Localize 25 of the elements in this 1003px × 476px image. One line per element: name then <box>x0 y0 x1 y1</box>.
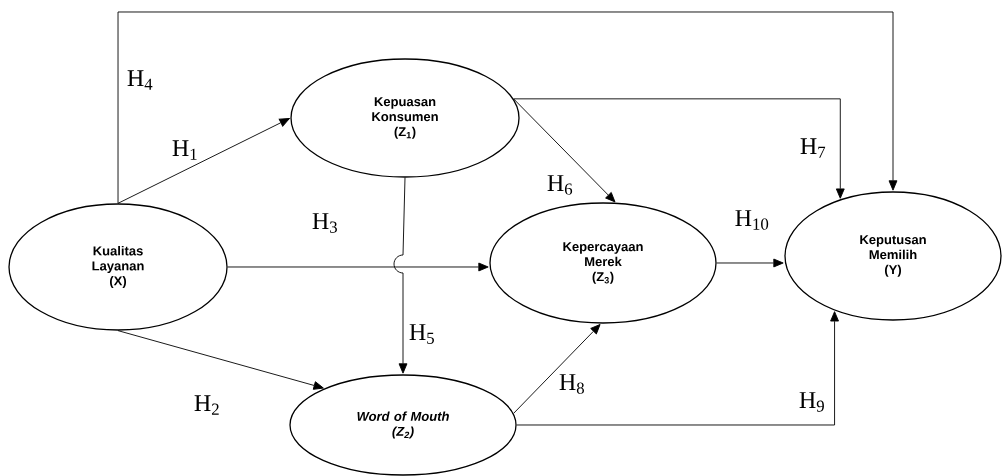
arrow <box>117 330 324 390</box>
arrow <box>516 311 839 426</box>
arrow <box>227 262 489 272</box>
arrow <box>716 258 784 268</box>
arrow <box>117 11 898 204</box>
edge-label: H$_{1}$ <box>172 140 197 160</box>
edge-label: H$_{6}$ <box>547 175 573 195</box>
edge-label: H$_{7}$ <box>800 138 826 158</box>
arrow <box>393 177 408 374</box>
edge-label: H$_{9}$ <box>799 392 824 412</box>
edge-label: H$_{8}$ <box>559 374 584 394</box>
ellipse-node: Kualitas Layanan (X) <box>8 203 228 331</box>
ellipse-node: Kepuasan Konsumen (Z$_{1}$) <box>290 58 520 178</box>
arrow <box>117 118 290 204</box>
edge-label: H$_{5}$ <box>409 324 434 344</box>
ellipse-node: Kepercayaan Merek (Z$_{3}$) <box>489 202 717 324</box>
edge-label: H$_{10}$ <box>735 210 769 230</box>
ellipse-node: Keputusan Memilih (Y) <box>784 191 1002 321</box>
arrow <box>513 98 845 199</box>
ellipse-node: Word of Mouth (Z$_{2}$) <box>289 374 517 476</box>
arrow <box>513 98 616 203</box>
edge-label: H$_{2}$ <box>194 395 219 415</box>
edge-label: H$_{4}$ <box>127 70 153 90</box>
edge-label: H$_{3}$ <box>312 213 337 233</box>
arrow <box>513 324 601 414</box>
